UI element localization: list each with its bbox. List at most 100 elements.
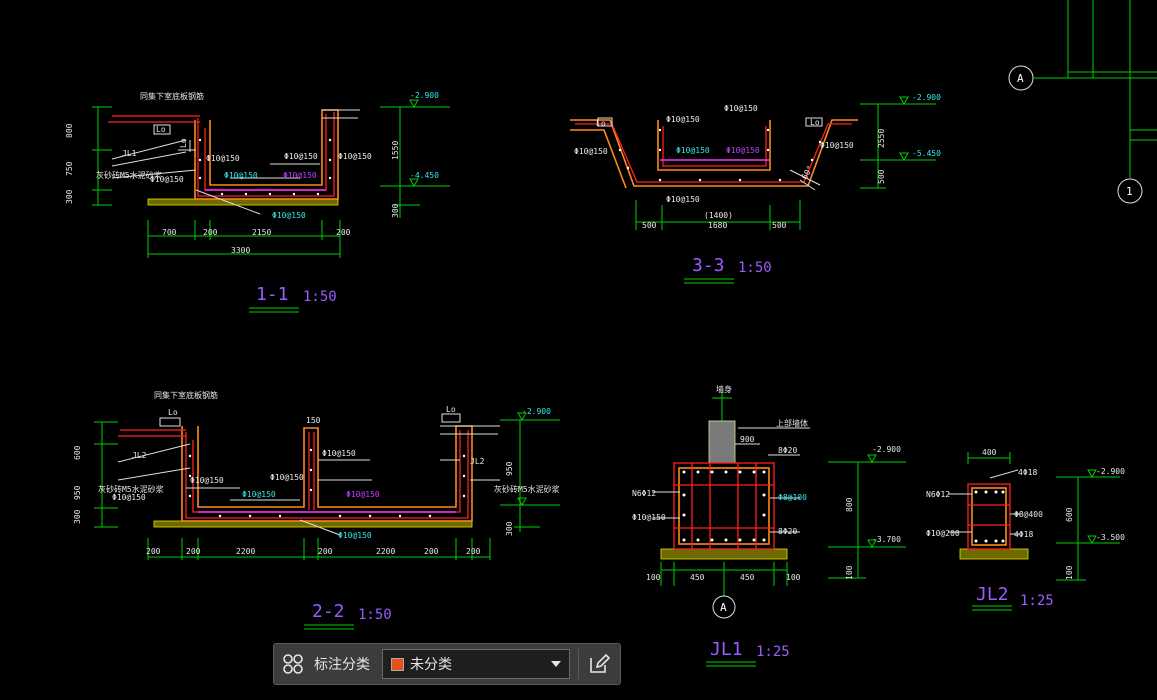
drawing-annotation-text: 墙身 [716, 384, 732, 394]
drawing-annotation-text: Φ10@150 [724, 104, 758, 113]
drawing-annotation-text: 2-2 [312, 601, 345, 622]
drawing-annotation-text: 200 [203, 228, 218, 237]
drawing-annotation-text: Φ10@150 [338, 152, 372, 161]
drawing-annotation-text: 1:50 [358, 607, 392, 623]
drawing-annotation-text: 4Φ18 [1014, 530, 1033, 539]
axis-bubble-a-bottom: A [712, 595, 736, 619]
drawing-annotation-text: N6Φ12 [632, 489, 656, 498]
drawing-annotation-text: 1680 [708, 221, 727, 230]
drawing-annotation-text: 1 [1126, 185, 1133, 198]
drawing-annotation-text: 600 [73, 445, 82, 460]
drawing-annotation-text: 上部墙体 [776, 418, 808, 428]
drawing-annotation-text: JL2 [976, 584, 1009, 605]
drawing-annotation-text: 4Φ18 [1018, 468, 1037, 477]
drawing-annotation-text: JL1 [122, 149, 137, 158]
drawing-annotation-text: Φ10@150 [283, 171, 317, 180]
drawing-annotation-text: Φ10@150 [666, 195, 700, 204]
drawing-annotation-text: 200 [186, 547, 201, 556]
drawing-annotation-text: 950 [505, 461, 514, 476]
grid-view-button[interactable] [274, 644, 312, 684]
drawing-annotation-text: Φ10@150 [224, 171, 258, 180]
drawing-annotation-text: 同集下室底板钢筋 [140, 91, 204, 101]
toolbar-label: 标注分类 [314, 657, 370, 673]
section-jl2 [948, 452, 1120, 611]
drawing-annotation-text: -5.450 [912, 149, 941, 158]
drawing-annotation-text: 100 [1065, 565, 1074, 580]
drawing-annotation-text: Lo [446, 405, 456, 414]
chevron-down-icon [551, 661, 561, 667]
drawing-annotation-text: Lo [179, 138, 188, 148]
drawing-annotation-text: Φ10@150 [820, 141, 854, 150]
grid-axis-lines [1034, 0, 1157, 178]
drawing-annotation-text: 灰砂砖M5水泥砂浆 [98, 484, 164, 494]
section-3-3 [570, 96, 936, 284]
drawing-annotation-text: 450 [740, 573, 755, 582]
drawing-annotation-text: 8Φ20 [778, 446, 797, 455]
drawing-annotation-text: Lo [596, 119, 606, 128]
drawing-annotation-text: 100 [786, 573, 801, 582]
drawing-annotation-text: A [1017, 72, 1024, 85]
drawing-annotation-text: 3300 [231, 246, 250, 255]
axis-bubble-a-top: A [1008, 65, 1034, 91]
drawing-annotation-text: 2200 [376, 547, 395, 556]
drawing-annotation-text: 200 [424, 547, 439, 556]
drawing-annotation-text: Lo [810, 118, 820, 127]
drawing-annotation-text: 200 [466, 547, 481, 556]
drawing-annotation-text: -2.900 [1096, 467, 1125, 476]
drawing-annotation-text: Φ10@150 [150, 175, 184, 184]
drawing-annotation-text: 300 [391, 203, 400, 218]
drawing-annotation-text: 800 [845, 497, 854, 512]
drawing-annotation-text: Φ10@150 [242, 490, 276, 499]
drawing-annotation-text: Φ10@150 [270, 473, 304, 482]
axis-bubble-1: 1 [1117, 178, 1143, 204]
drawing-annotation-text: JL1 [710, 639, 743, 660]
drawing-annotation-text: Φ10@150 [666, 115, 700, 124]
drawing-annotation-text: Φ8@100 [778, 493, 807, 502]
drawing-annotation-text: Φ10@150 [272, 211, 306, 220]
drawing-annotation-text: 150 [306, 416, 321, 425]
drawing-annotation-text: Φ10@150 [346, 490, 380, 499]
drawing-annotation-text: 2150 [252, 228, 271, 237]
drawing-annotation-text: Lo [168, 408, 178, 417]
drawing-annotation-text: Φ10@150 [574, 147, 608, 156]
drawing-annotation-text: 500 [772, 221, 787, 230]
drawing-annotation-text: 1:50 [303, 289, 337, 305]
drawing-annotation-text: -2.900 [872, 445, 901, 454]
drawing-annotation-text: Lo [156, 125, 166, 134]
drawing-annotation-text: 1:50 [738, 260, 772, 276]
category-selected-value: 未分类 [410, 657, 452, 673]
toolbar-divider [578, 649, 579, 679]
drawing-annotation-text: Φ10@150 [632, 513, 666, 522]
drawing-annotation-text: 900 [740, 435, 755, 444]
drawing-annotation-text: 500 [642, 221, 657, 230]
drawing-annotation-text: -3.700 [872, 535, 901, 544]
drawing-annotation-text: -4.450 [410, 171, 439, 180]
drawing-annotation-text: 200 [318, 547, 333, 556]
drawing-annotation-text: Φ10@150 [726, 146, 760, 155]
drawing-annotation-text: (1400) [704, 211, 733, 220]
drawing-annotation-text: Φ10@150 [284, 152, 318, 161]
drawing-annotation-text: Φ10@150 [190, 476, 224, 485]
drawing-annotation-text: JL2 [132, 451, 147, 460]
section-jl1 [652, 392, 906, 667]
drawing-annotation-text: 8Φ20 [778, 527, 797, 536]
drawing-annotation-text: Φ10@150 [676, 146, 710, 155]
drawing-annotation-text: Φ10@150 [112, 493, 146, 502]
drawing-annotation-text: Φ8@400 [1014, 510, 1043, 519]
drawing-annotation-text: 2550 [877, 129, 886, 148]
section-2-2 [94, 412, 560, 630]
drawing-annotation-text: 200 [336, 228, 351, 237]
category-dropdown[interactable]: 未分类 [382, 649, 570, 679]
drawing-annotation-text: 300 [73, 509, 82, 524]
drawing-annotation-text: JL2 [470, 457, 485, 466]
drawing-annotation-text: N6Φ12 [926, 490, 950, 499]
drawing-annotation-text: 750 [65, 161, 74, 176]
drawing-annotation-text: 200 [146, 547, 161, 556]
drawing-annotation-text: 950 [73, 485, 82, 500]
drawing-annotation-text: -2.900 [410, 91, 439, 100]
drawing-annotation-text: 100 [845, 565, 854, 580]
edit-button[interactable] [579, 644, 619, 684]
drawing-annotation-text: 400 [982, 448, 997, 457]
section-1-1 [92, 99, 450, 313]
